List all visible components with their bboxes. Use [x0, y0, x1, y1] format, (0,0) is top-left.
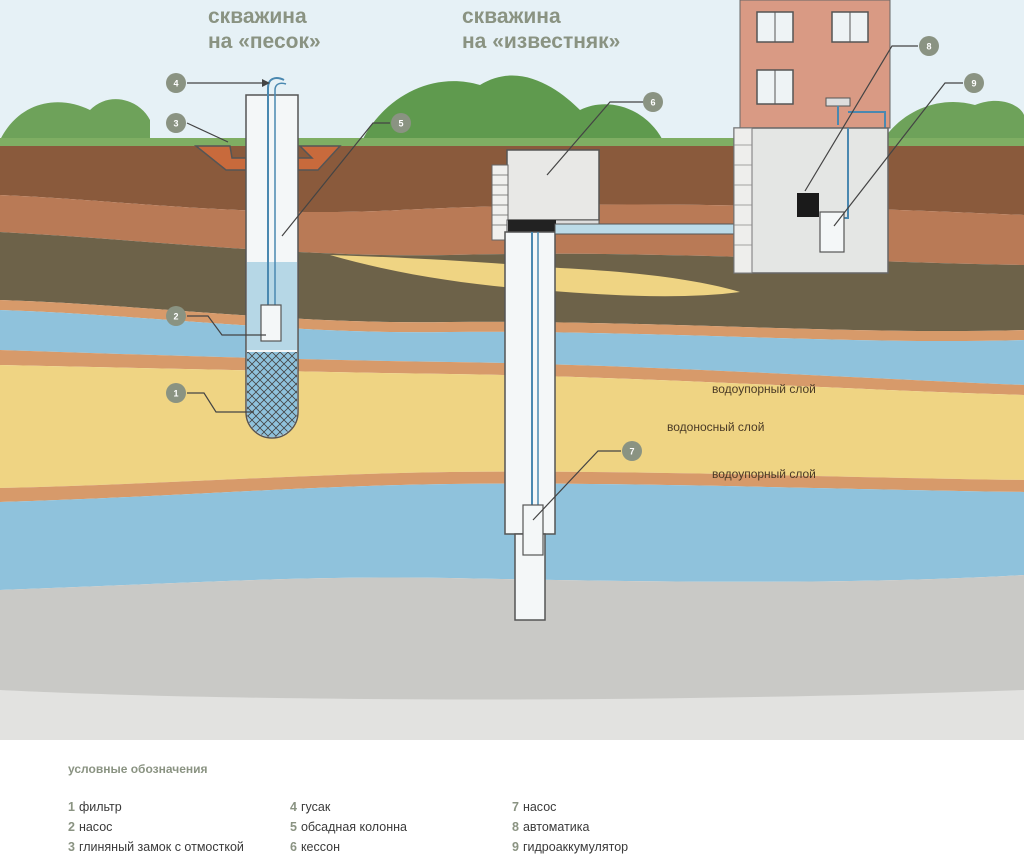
callout-number: 1 [173, 389, 178, 399]
callout-2: 2 [166, 306, 186, 326]
callout-number: 6 [650, 98, 655, 108]
aquitard-bottom-label: водоупорный слой [712, 467, 816, 481]
sand-well-title: скважина на «песок» [208, 4, 321, 54]
wellhead [508, 220, 556, 232]
aquifer-label: водоносный слой [667, 420, 764, 434]
legend-number: 8 [512, 820, 519, 834]
legend-label: глиняный замок с отмосткой [79, 840, 244, 854]
callout-1: 1 [166, 383, 186, 403]
callout-5: 5 [391, 113, 411, 133]
legend-number: 5 [290, 820, 297, 834]
legend-label: гидроаккумулятор [523, 840, 628, 854]
callout-6: 6 [643, 92, 663, 112]
legend-label: автоматика [523, 820, 590, 834]
limestone-well-title: скважина на «известняк» [462, 4, 620, 54]
callout-number: 2 [173, 312, 178, 322]
basement-wall [734, 128, 752, 273]
filter-mesh [247, 352, 297, 437]
legend-label: кессон [301, 840, 340, 854]
legend-item: 5 обсадная колонна [290, 820, 407, 834]
callout-3: 3 [166, 113, 186, 133]
callout-9: 9 [964, 73, 984, 93]
callout-number: 5 [398, 119, 403, 129]
callout-number: 9 [971, 79, 976, 89]
caisson [507, 150, 599, 220]
legend-item: 6 кессон [290, 840, 340, 854]
legend-number: 6 [290, 840, 297, 854]
legend-item: 9 гидроаккумулятор [512, 840, 628, 854]
callout-4: 4 [166, 73, 186, 93]
legend-title: условные обозначения [68, 762, 208, 776]
legend-label: фильтр [79, 800, 122, 814]
legend-number: 4 [290, 800, 297, 814]
callout-number: 3 [173, 119, 178, 129]
legend-number: 3 [68, 840, 75, 854]
legend-number: 2 [68, 820, 75, 834]
aquitard-top-label: водоупорный слой [712, 382, 816, 396]
faucet [826, 98, 850, 106]
legend-number: 7 [512, 800, 519, 814]
legend-item: 7 насос [512, 800, 556, 814]
legend-item: 1 фильтр [68, 800, 122, 814]
sand-well-title-line-1: скважина [208, 4, 321, 29]
legend-label: насос [79, 820, 112, 834]
limestone-well-title-line-2: на «известняк» [462, 29, 620, 54]
limestone-well-title-line-1: скважина [462, 4, 620, 29]
automation-unit [797, 193, 819, 217]
caisson-wall [492, 165, 508, 240]
legend-item: 2 насос [68, 820, 112, 834]
limestone-well-casing [505, 232, 555, 534]
legend-label: обсадная колонна [301, 820, 407, 834]
legend-number: 1 [68, 800, 75, 814]
legend-label: насос [523, 800, 556, 814]
callout-8: 8 [919, 36, 939, 56]
legend-item: 8 автоматика [512, 820, 589, 834]
legend-label: гусак [301, 800, 330, 814]
callout-number: 4 [173, 79, 178, 89]
callout-number: 8 [926, 42, 931, 52]
callout-7: 7 [622, 441, 642, 461]
sand-well-title-line-2: на «песок» [208, 29, 321, 54]
legend-item: 4 гусак [290, 800, 330, 814]
legend-item: 3 глиняный замок с отмосткой [68, 840, 244, 854]
legend-number: 9 [512, 840, 519, 854]
callout-number: 7 [629, 447, 634, 457]
